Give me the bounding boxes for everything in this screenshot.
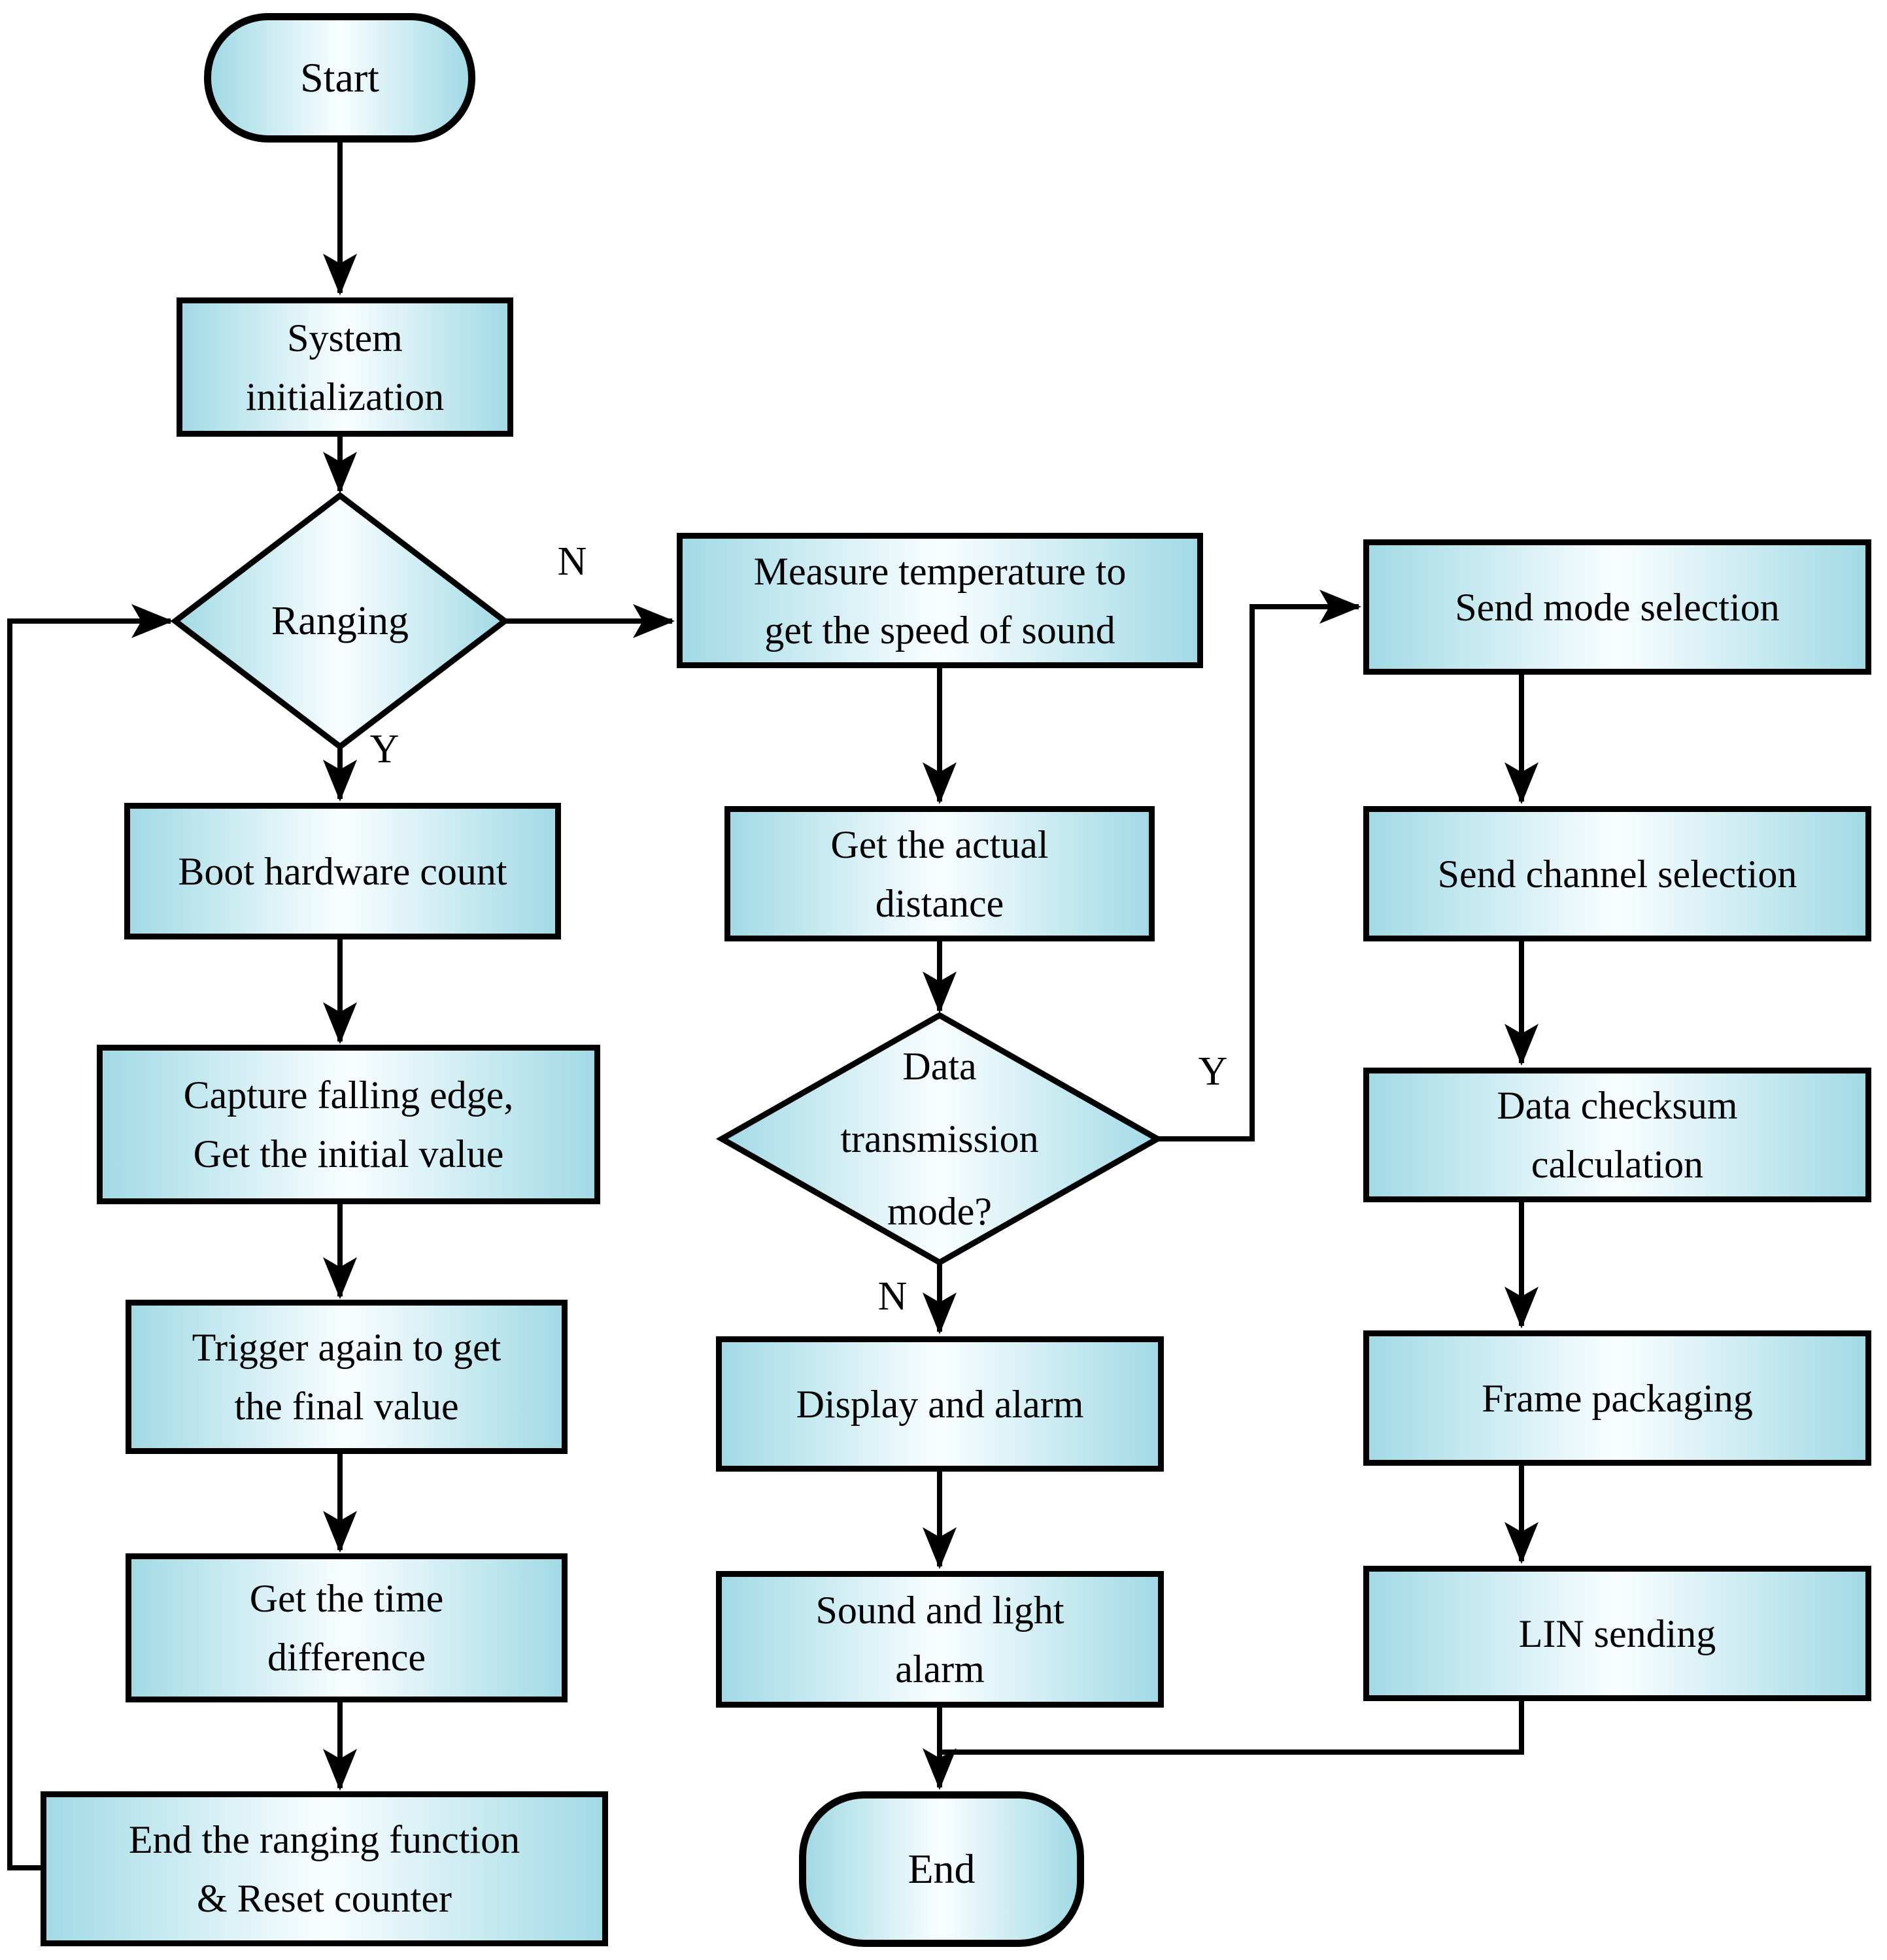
node-end: End	[799, 1791, 1084, 1947]
node-time-diff-line1: Get the time	[249, 1577, 444, 1620]
node-boot-count-line1: Boot hardware count	[178, 849, 507, 893]
node-capture-line1: Capture falling edge,	[183, 1073, 514, 1117]
node-start-label: Start	[300, 54, 379, 101]
node-start: Start	[204, 13, 475, 143]
edge-label-ranging-yes: Y	[369, 727, 400, 771]
node-send-channel-line1: Send channel selection	[1437, 852, 1797, 896]
node-checksum: Data checksum calculation	[1363, 1068, 1871, 1202]
node-system-init: System initialization	[177, 297, 513, 437]
node-measure: Measure temperature to get the speed of …	[677, 533, 1203, 668]
node-send-mode: Send mode selection	[1363, 539, 1871, 675]
node-lin-send-line1: LIN sending	[1518, 1612, 1716, 1655]
node-end-label: End	[908, 1846, 976, 1892]
node-checksum-line1: Data checksum	[1497, 1084, 1738, 1127]
node-distance-line2: distance	[875, 881, 1004, 925]
node-send-mode-line1: Send mode selection	[1455, 585, 1780, 629]
ranging-decision-shape	[170, 492, 510, 751]
node-trigger-line1: Trigger again to get	[192, 1326, 502, 1369]
node-sound-alarm-line1: Sound and light	[815, 1588, 1064, 1632]
node-frame-pkg-line1: Frame packaging	[1482, 1376, 1753, 1420]
node-system-init-line2: initialization	[245, 375, 445, 418]
node-time-diff: Get the time difference	[126, 1553, 568, 1702]
node-trigger: Trigger again to get the final value	[126, 1300, 568, 1454]
edge-data-mode-yes-to-send-mode	[1159, 590, 1361, 1141]
node-end-ranging-line1: End the ranging function	[128, 1817, 520, 1861]
node-send-channel: Send channel selection	[1363, 806, 1871, 941]
node-checksum-line2: calculation	[1531, 1143, 1704, 1186]
node-display-alarm-line1: Display and alarm	[796, 1382, 1084, 1426]
edge-label-ranging-no: N	[557, 539, 587, 584]
node-trigger-line2: the final value	[234, 1385, 459, 1428]
node-frame-pkg: Frame packaging	[1363, 1330, 1871, 1466]
node-system-init-line1: System	[287, 316, 403, 360]
node-lin-send: LIN sending	[1363, 1566, 1871, 1701]
node-measure-line1: Measure temperature to	[753, 549, 1127, 593]
node-boot-count: Boot hardware count	[124, 803, 561, 939]
node-capture-line2: Get the initial value	[193, 1132, 504, 1175]
node-sound-alarm-line2: alarm	[895, 1647, 985, 1691]
node-end-ranging-line2: & Reset counter	[197, 1876, 452, 1920]
node-sound-alarm: Sound and light alarm	[716, 1571, 1164, 1708]
data-mode-decision-shape	[715, 1011, 1164, 1266]
node-time-diff-line2: difference	[267, 1636, 426, 1679]
node-distance-line1: Get the actual	[830, 822, 1049, 866]
edge-label-mode-no: N	[877, 1274, 908, 1319]
node-end-ranging: End the ranging function & Reset counter	[41, 1791, 608, 1946]
node-display-alarm: Display and alarm	[716, 1336, 1164, 1472]
node-capture: Capture falling edge, Get the initial va…	[97, 1045, 600, 1204]
edge-end-ranging-feedback-to-ranging	[7, 604, 173, 1870]
node-distance: Get the actual distance	[724, 806, 1155, 941]
edge-lin-to-end-junction	[937, 1701, 1524, 1755]
node-measure-line2: get the speed of sound	[764, 608, 1115, 652]
edge-label-mode-yes: Y	[1198, 1049, 1228, 1094]
